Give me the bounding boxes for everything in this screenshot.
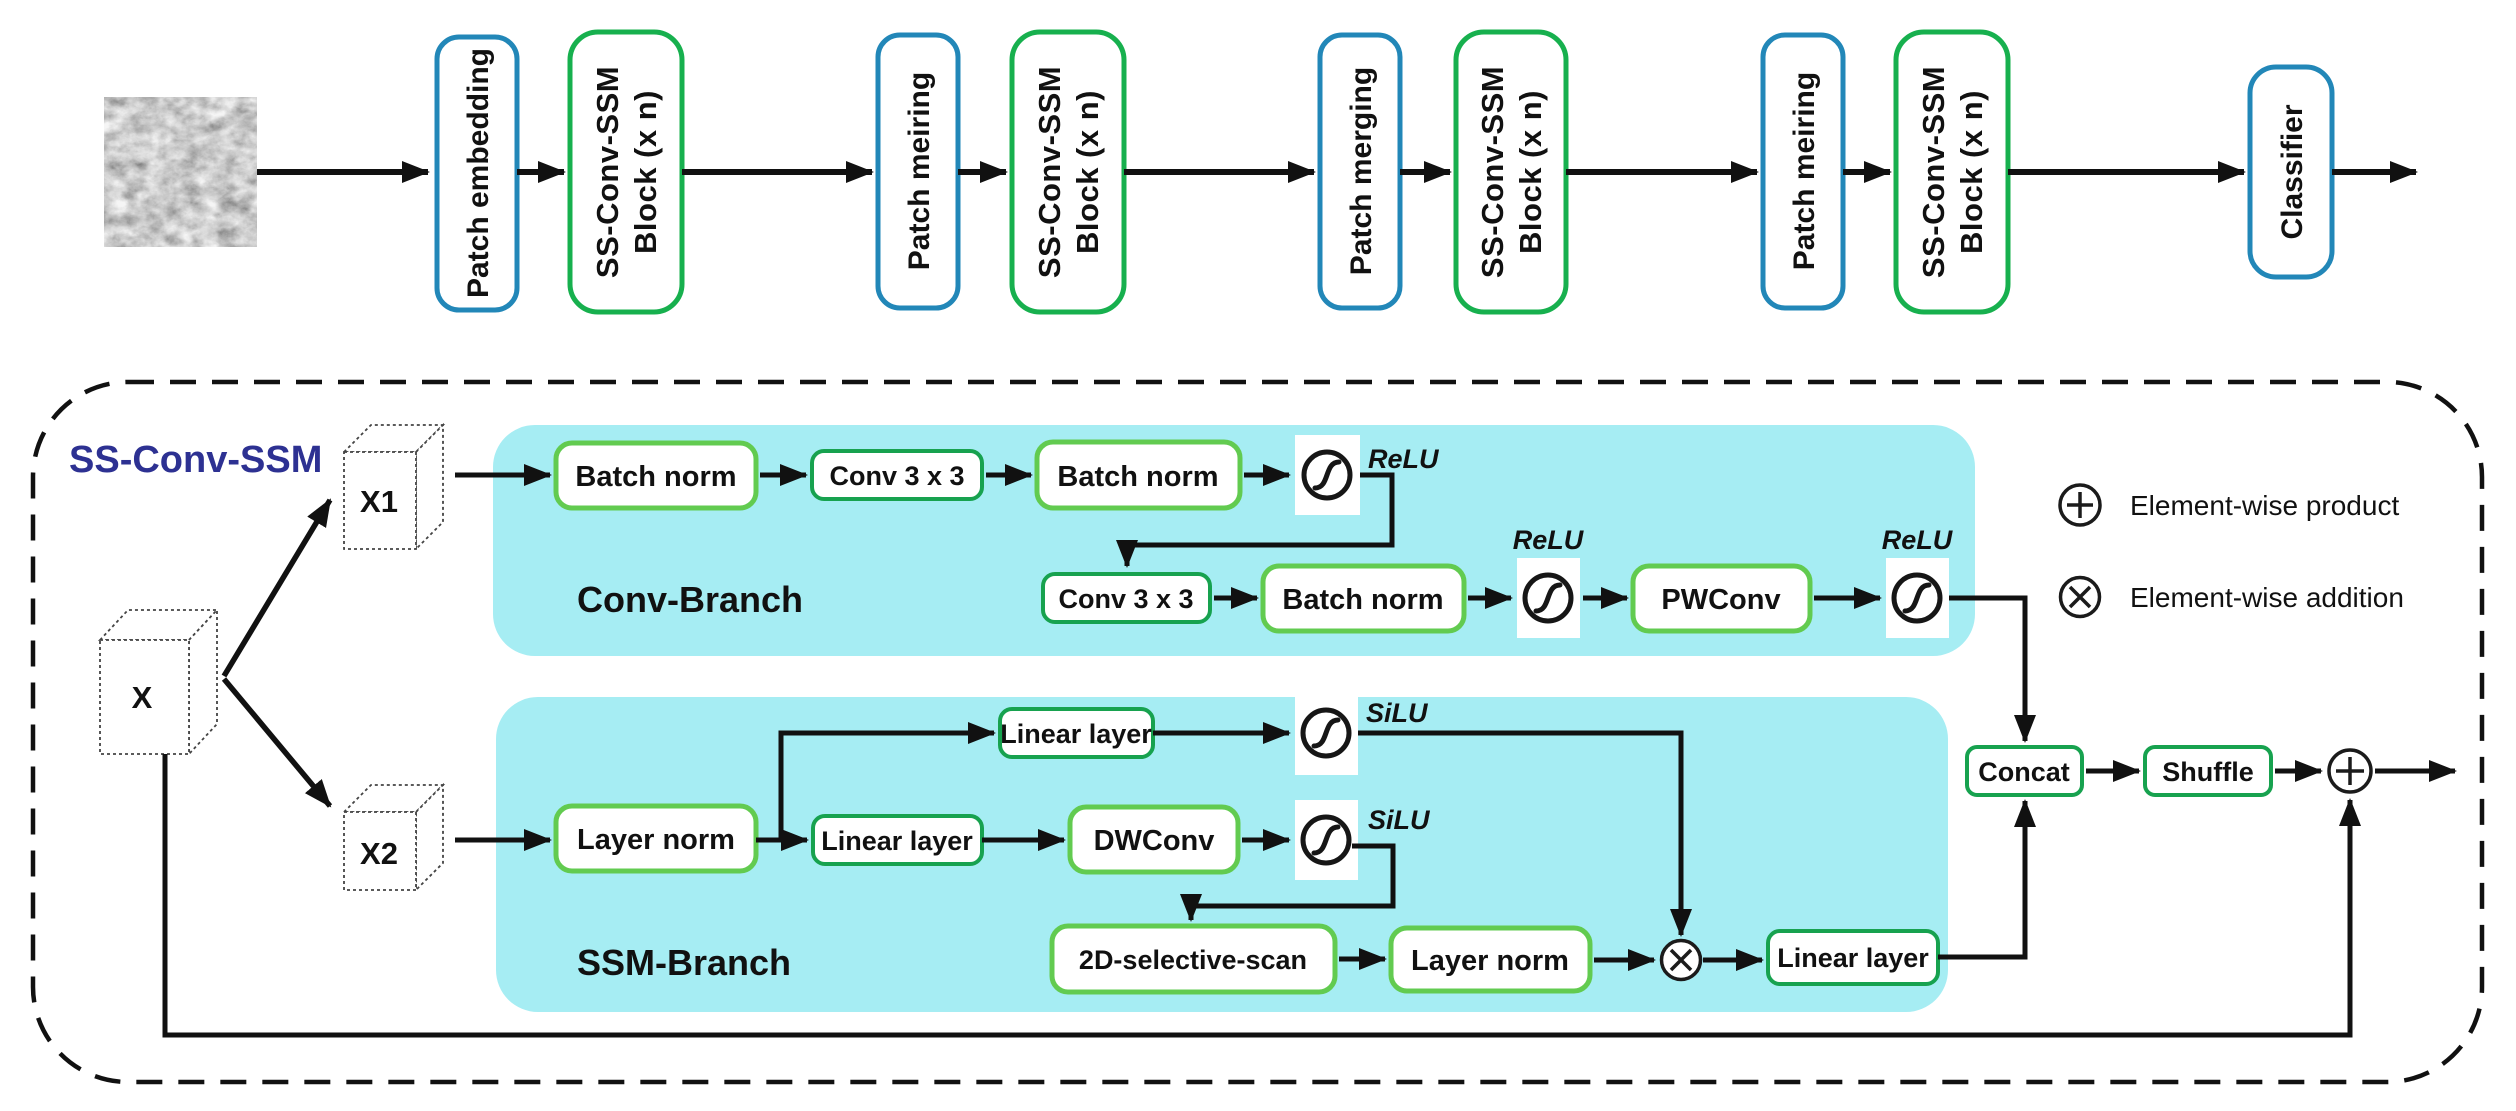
conv-conv3x3-1: Conv 3 x 3 — [810, 449, 984, 501]
ssm-linear-mid-label: Linear layer — [821, 826, 973, 856]
conv-batchnorm-1-label: Batch norm — [575, 461, 736, 493]
silu-2-label: SiLU — [1368, 805, 1431, 835]
tensor-cube-x — [97, 607, 220, 757]
ssconvssm-1-line1: SS-Conv-SSM — [590, 66, 625, 278]
shuffle-box: Shuffle — [2143, 745, 2273, 797]
silu-1-label: SiLU — [1366, 698, 1429, 728]
ssm-wrap-to-scan — [1180, 843, 1396, 922]
arrow-x-to-x2 — [221, 677, 333, 808]
ssm-layernorm-1: Layer norm — [553, 803, 759, 874]
circle-plus-node — [2327, 748, 2373, 794]
ssm-branch-up-path — [778, 722, 996, 840]
block-patch-meiring-1: Patch meiring — [875, 32, 961, 311]
legend: Element-wise product Element-wise additi… — [2058, 483, 2404, 619]
ssm-2d-selective-scan: 2D-selective-scan — [1049, 923, 1338, 995]
ssconvssm-2-line2: Block (x n) — [1070, 90, 1105, 254]
silu-icon-2 — [1295, 800, 1358, 880]
conv-pwconv-label: PWConv — [1661, 584, 1780, 616]
tensor-cube-x2 — [341, 782, 446, 893]
conv-branch-title: Conv-Branch — [577, 579, 803, 620]
conv-row-wrap-path — [1116, 472, 1395, 568]
dashed-container — [30, 379, 2485, 1085]
top-pipeline: Patch embedding SS-Conv-SSM Block (x n) … — [104, 29, 2418, 315]
tensor-cube-x1 — [341, 422, 446, 552]
ssm-linear-top: Linear layer — [998, 707, 1155, 759]
ssm-layernorm-1-label: Layer norm — [577, 824, 735, 856]
conv-output-to-concat — [1949, 595, 2036, 743]
relu-icon-1 — [1295, 435, 1360, 515]
ssm-linear-out: Linear layer — [1766, 929, 1940, 986]
conv-pwconv: PWConv — [1630, 563, 1813, 634]
silu-icon-1 — [1295, 695, 1358, 775]
legend-product-label: Element-wise product — [2130, 490, 2399, 521]
block-ssconvssm-3: SS-Conv-SSM Block (x n) — [1453, 29, 1569, 315]
ssm-linear-mid: Linear layer — [811, 814, 984, 866]
block-ssconvssm-1: SS-Conv-SSM Block (x n) — [567, 29, 685, 315]
concat-label: Concat — [1978, 757, 2070, 787]
block-classifier: Classifier — [2247, 64, 2335, 280]
tensor-x-label: X — [132, 680, 153, 715]
block-patch-embedding: Patch embedding — [434, 34, 520, 313]
tensor-x2-label: X2 — [360, 836, 398, 871]
block-patch-meiring-2: Patch meiring — [1760, 32, 1846, 311]
relu-3-label: ReLU — [1882, 525, 1954, 555]
legend-circle-x-icon — [2058, 575, 2102, 619]
conv-conv3x3-2: Conv 3 x 3 — [1041, 572, 1212, 624]
detail-title: SS-Conv-SSM — [69, 439, 322, 481]
conv-batchnorm-3-label: Batch norm — [1282, 584, 1443, 616]
conv-conv3x3-1-label: Conv 3 x 3 — [829, 461, 964, 491]
circle-x-node — [1659, 938, 1703, 982]
ssconvssm-4-line2: Block (x n) — [1954, 90, 1989, 254]
ssm-dwconv: DWConv — [1067, 804, 1241, 875]
silu1-gate-path — [1358, 730, 1692, 937]
ssm-dwconv-label: DWConv — [1094, 825, 1215, 857]
patch-meiring-2-label: Patch meiring — [1788, 72, 1821, 270]
tensor-x1-label: X1 — [360, 484, 398, 519]
input-image — [104, 97, 257, 247]
patch-meiring-1-label: Patch meiring — [903, 72, 936, 270]
conv-batchnorm-1: Batch norm — [553, 440, 759, 511]
block-ssconvssm-4: SS-Conv-SSM Block (x n) — [1893, 29, 2011, 315]
patch-embedding-label: Patch embedding — [462, 48, 495, 298]
legend-addition-label: Element-wise addition — [2130, 582, 2404, 613]
ssm-scan-label: 2D-selective-scan — [1079, 945, 1307, 975]
ssconvssm-1-line2: Block (x n) — [628, 90, 663, 254]
ssm-linear-out-label: Linear layer — [1777, 943, 1929, 973]
input-image-texture — [104, 97, 257, 247]
relu-icon-3 — [1886, 558, 1949, 638]
conv-batchnorm-2: Batch norm — [1034, 439, 1243, 511]
ssm-output-to-concat — [1938, 799, 2036, 960]
ssconvssm-3-line1: SS-Conv-SSM — [1475, 66, 1510, 278]
ssm-linear-top-label: Linear layer — [1000, 719, 1152, 749]
conv-conv3x3-2-label: Conv 3 x 3 — [1058, 584, 1193, 614]
legend-circle-plus-icon — [2058, 483, 2102, 527]
block-ssconvssm-2: SS-Conv-SSM Block (x n) — [1009, 29, 1127, 315]
ssconvssm-3-line2: Block (x n) — [1513, 90, 1548, 254]
relu-1-label: ReLU — [1368, 444, 1440, 474]
relu-2-label: ReLU — [1513, 525, 1585, 555]
conv-batchnorm-2-label: Batch norm — [1057, 461, 1218, 493]
ssm-layernorm-2-label: Layer norm — [1411, 945, 1569, 977]
relu-icon-2 — [1517, 558, 1580, 638]
block-patch-merging: Patch merging — [1317, 32, 1403, 311]
ssconvssm-4-line1: SS-Conv-SSM — [1916, 66, 1951, 278]
conv-batchnorm-3: Batch norm — [1260, 563, 1467, 634]
shuffle-label: Shuffle — [2162, 757, 2254, 787]
ssm-layernorm-2: Layer norm — [1388, 925, 1593, 994]
concat-box: Concat — [1965, 745, 2084, 797]
ssconvssm-detail: SS-Conv-SSM Conv-Branch SSM-Branch X X1 … — [30, 379, 2485, 1085]
arrow-x-to-x1 — [221, 498, 333, 678]
ssm-branch-title: SSM-Branch — [577, 942, 791, 983]
classifier-label: Classifier — [2276, 104, 2309, 239]
ssconvssm-2-line1: SS-Conv-SSM — [1032, 66, 1067, 278]
patch-merging-label: Patch merging — [1345, 67, 1378, 275]
residual-skip-path — [162, 754, 2361, 1038]
